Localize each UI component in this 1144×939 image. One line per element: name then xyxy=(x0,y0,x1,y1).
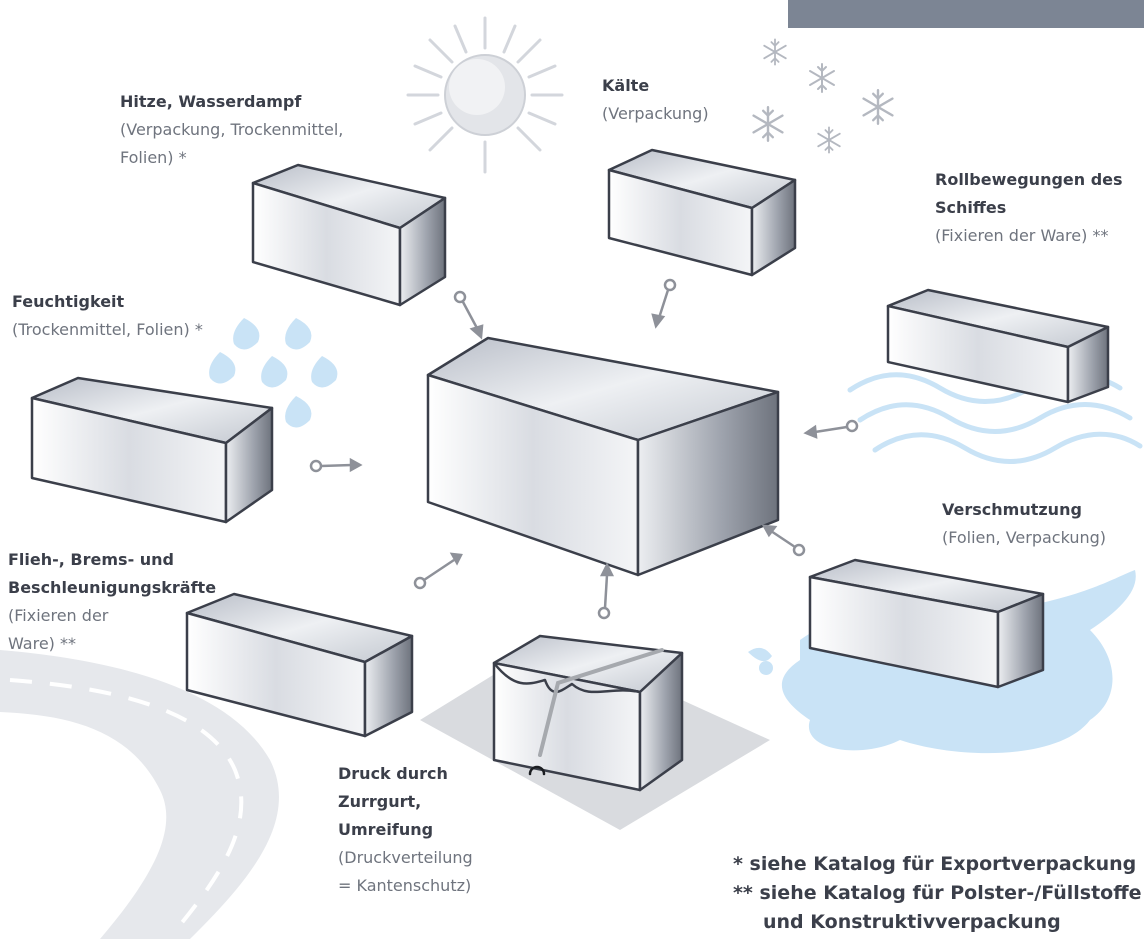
road-icon xyxy=(0,650,279,939)
footnote-1: * siehe Katalog für Exportverpackung xyxy=(733,853,1137,875)
arrow-dirt xyxy=(761,524,806,557)
label-heat: Hitze, Wasserdampf (Verpackung, Trockenm… xyxy=(120,88,400,172)
arrow-moisture xyxy=(309,457,363,473)
arrow-heat xyxy=(453,290,484,340)
raindrop-icon xyxy=(209,318,338,428)
label-forces-title: Flieh-, Brems- und Beschleunigungskräfte xyxy=(8,550,217,597)
label-cold-detail: (Verpackung) xyxy=(602,104,709,123)
label-strap-detail: (Druckverteilung = Kantenschutz) xyxy=(338,848,473,895)
box-strap xyxy=(492,634,684,792)
label-roll: Rollbewegungen des Schiffes (Fixieren de… xyxy=(935,166,1140,250)
label-heat-detail: (Verpackung, Trockenmittel, Folien) * xyxy=(120,120,344,167)
label-forces: Flieh-, Brems- und Beschleunigungskräfte… xyxy=(8,546,238,658)
footnote-2: ** siehe Katalog für Polster-/Füllstoffe xyxy=(733,882,1142,904)
box-dirt xyxy=(808,558,1045,689)
footnotes: * siehe Katalog für Exportverpackung ** … xyxy=(733,850,1142,937)
box-center xyxy=(426,336,780,577)
strap-icon xyxy=(528,648,664,776)
box-forces xyxy=(185,592,414,738)
label-moisture: Feuchtigkeit (Trockenmittel, Folien) * xyxy=(12,288,272,344)
label-strap-title: Druck durch Zurrgurt, Umreifung xyxy=(338,764,448,839)
box-roll xyxy=(886,288,1110,404)
sun-icon xyxy=(406,16,564,174)
label-cold-title: Kälte xyxy=(602,76,650,95)
snowflake-icon xyxy=(752,38,894,154)
label-roll-detail: (Fixieren der Ware) ** xyxy=(935,226,1109,245)
arrows xyxy=(309,278,859,620)
label-forces-detail: (Fixieren der Ware) ** xyxy=(8,606,109,653)
label-cold: Kälte (Verpackung) xyxy=(602,72,762,128)
label-strap: Druck durch Zurrgurt, Umreifung (Druckve… xyxy=(338,760,488,900)
boxes xyxy=(30,148,1110,792)
label-dirt-title: Verschmutzung xyxy=(942,500,1082,519)
footnote-3: und Konstruktivverpackung xyxy=(763,911,1061,933)
label-moisture-detail: (Trockenmittel, Folien) * xyxy=(12,320,203,339)
arrow-cold xyxy=(651,278,677,329)
arrow-roll xyxy=(803,419,859,439)
arrow-forces xyxy=(413,552,463,590)
box-cold xyxy=(607,148,797,277)
label-moisture-title: Feuchtigkeit xyxy=(12,292,125,311)
header-bar xyxy=(788,0,1144,28)
box-heat xyxy=(251,163,447,307)
box-moisture xyxy=(30,376,274,524)
label-dirt-detail: (Folien, Verpackung) xyxy=(942,528,1107,547)
label-dirt: Verschmutzung (Folien, Verpackung) xyxy=(942,496,1132,552)
label-roll-title: Rollbewegungen des Schiffes xyxy=(935,170,1123,217)
label-heat-title: Hitze, Wasserdampf xyxy=(120,92,302,111)
arrow-strap xyxy=(597,562,615,620)
